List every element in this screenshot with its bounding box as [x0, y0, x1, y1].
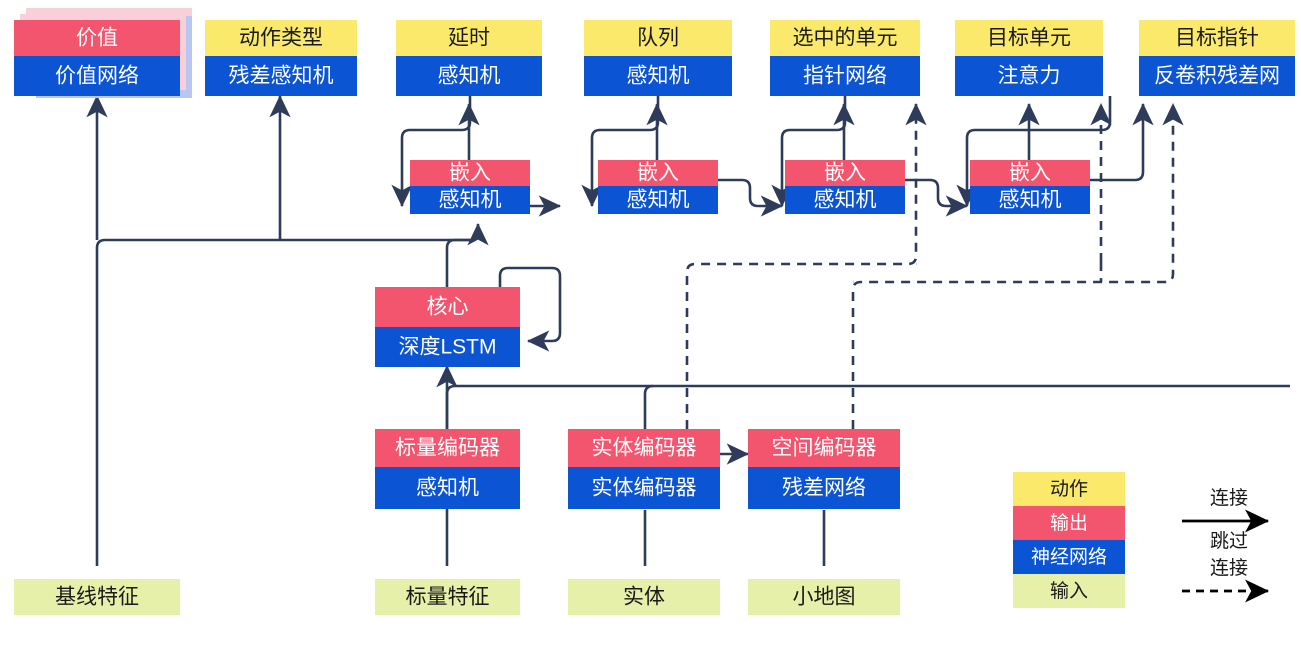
- skip-entityenc-to-selected: [685, 102, 927, 429]
- scalar_features-box: [375, 579, 520, 615]
- selected-bottom-label: 指针网络: [803, 65, 887, 88]
- legend-label-input: 输入: [1050, 580, 1088, 602]
- delay-bottom: [396, 56, 542, 96]
- scalar_enc-bottom-label: 感知机: [416, 477, 479, 500]
- embed2-top: [598, 160, 718, 186]
- embed2-top-label: 嵌入: [637, 162, 679, 185]
- legend-label-output: 输出: [1050, 512, 1088, 534]
- box-layer: [14, 8, 1295, 615]
- entity_enc-bottom: [568, 467, 720, 509]
- entity_enc-top: [568, 429, 720, 467]
- core-bottom: [375, 327, 520, 367]
- entity_enc-bottom-label: 实体编码器: [592, 477, 697, 500]
- embed4-top-label: 嵌入: [1009, 162, 1051, 185]
- skip-spatialenc-to-targetpointer: [851, 102, 1184, 429]
- embed2-bottom-label: 感知机: [627, 189, 690, 212]
- entities-label: 实体: [623, 586, 665, 609]
- value-bottom-label: 价值网络: [55, 65, 139, 88]
- value-top: [14, 20, 180, 56]
- selected-bottom: [770, 56, 920, 96]
- core-top: [375, 287, 520, 327]
- embed3-bottom-label: 感知机: [814, 189, 877, 212]
- edge-embed3-to-embed4: [903, 178, 969, 217]
- baseline_features-box: [14, 579, 180, 615]
- embed3-top-label: 嵌入: [824, 162, 866, 185]
- target_point-bottom: [1139, 56, 1295, 96]
- spatial_enc-top-label: 空间编码器: [772, 437, 877, 460]
- delay-top-label: 延时: [448, 27, 490, 50]
- embed4-bottom: [970, 186, 1090, 214]
- edge-embed2-to-embed3: [716, 178, 784, 217]
- baseline_features-label: 基线特征: [55, 586, 139, 609]
- embed4-bottom-label: 感知机: [999, 189, 1062, 212]
- embed1-bottom-label: 感知机: [439, 189, 502, 212]
- legend-label-skip-2: 连接: [1210, 557, 1248, 579]
- delay-bottom-label: 感知机: [438, 65, 501, 88]
- delay-top: [396, 20, 542, 56]
- selected-top: [770, 20, 920, 56]
- action_type-top: [205, 20, 357, 56]
- embed3-bottom: [785, 186, 905, 214]
- target_point-top: [1139, 20, 1295, 56]
- scalar_enc-top-label: 标量编码器: [395, 437, 500, 460]
- target_unit-bottom-label: 注意力: [998, 65, 1061, 88]
- edge-encoder-bus: [445, 384, 1290, 429]
- value-top-label: 价值: [76, 27, 118, 50]
- edge-baseline-bus: [95, 238, 470, 566]
- minimap-box: [748, 579, 900, 615]
- embed1-top: [410, 160, 530, 186]
- entity_enc-top-label: 实体编码器: [592, 437, 697, 460]
- target_point-top-label: 目标指针: [1175, 27, 1259, 50]
- legend-swatch-network: [1013, 540, 1125, 574]
- scalar_enc-bottom: [375, 467, 520, 509]
- entities-box: [568, 579, 720, 615]
- minimap-label: 小地图: [793, 586, 856, 609]
- queue-bottom: [584, 56, 732, 96]
- queue-top: [584, 20, 732, 56]
- legend-swatch-action: [1013, 472, 1125, 506]
- embed1-bottom: [410, 186, 530, 214]
- edge-bus-to-embed1: [467, 222, 489, 246]
- spatial_enc-bottom-label: 残差网络: [782, 477, 866, 500]
- spatial_enc-bottom: [748, 467, 900, 509]
- value-bottom: [14, 56, 180, 96]
- scalar_features-label: 标量特征: [406, 586, 490, 609]
- edge-entityenc-up-to-bus: [643, 384, 654, 429]
- core-bottom-label: 深度LSTM: [398, 336, 496, 359]
- legend-label-connection: 连接: [1210, 487, 1248, 509]
- scalar_enc-top: [375, 429, 520, 467]
- spatial_enc-top: [748, 429, 900, 467]
- action_type-bottom-label: 残差感知机: [229, 65, 334, 88]
- legend-label-action: 动作: [1050, 478, 1088, 500]
- embed4-top: [970, 160, 1090, 186]
- legend-swatch-output: [1013, 506, 1125, 540]
- edge-layer-skip: [685, 102, 1184, 429]
- embed3-top: [785, 160, 905, 186]
- action_type-bottom: [205, 56, 357, 96]
- target_unit-top-label: 目标单元: [987, 27, 1071, 50]
- edge-core-top-to-bus: [445, 238, 470, 287]
- target_unit-bottom: [955, 56, 1103, 96]
- core-top-label: 核心: [427, 296, 469, 319]
- embed2-bottom: [598, 186, 718, 214]
- queue-top-label: 队列: [637, 27, 679, 50]
- legend-label-network: 神经网络: [1031, 546, 1107, 568]
- edge-core-self-loop: [498, 266, 562, 352]
- legend-label-skip-1: 跳过: [1210, 530, 1248, 552]
- embed1-top-label: 嵌入: [449, 162, 491, 185]
- selected-top-label: 选中的单元: [793, 27, 898, 50]
- queue-bottom-label: 感知机: [627, 65, 690, 88]
- action_type-top-label: 动作类型: [239, 27, 323, 50]
- legend-swatch-input: [1013, 574, 1125, 608]
- target_point-bottom-label: 反卷积残差网: [1154, 65, 1280, 88]
- edge-embed4-to-targetpointer: [1089, 102, 1154, 182]
- target_unit-top: [955, 20, 1103, 56]
- legend: 动作 输出 神经网络 输入 连接 跳过 连接: [1013, 472, 1270, 608]
